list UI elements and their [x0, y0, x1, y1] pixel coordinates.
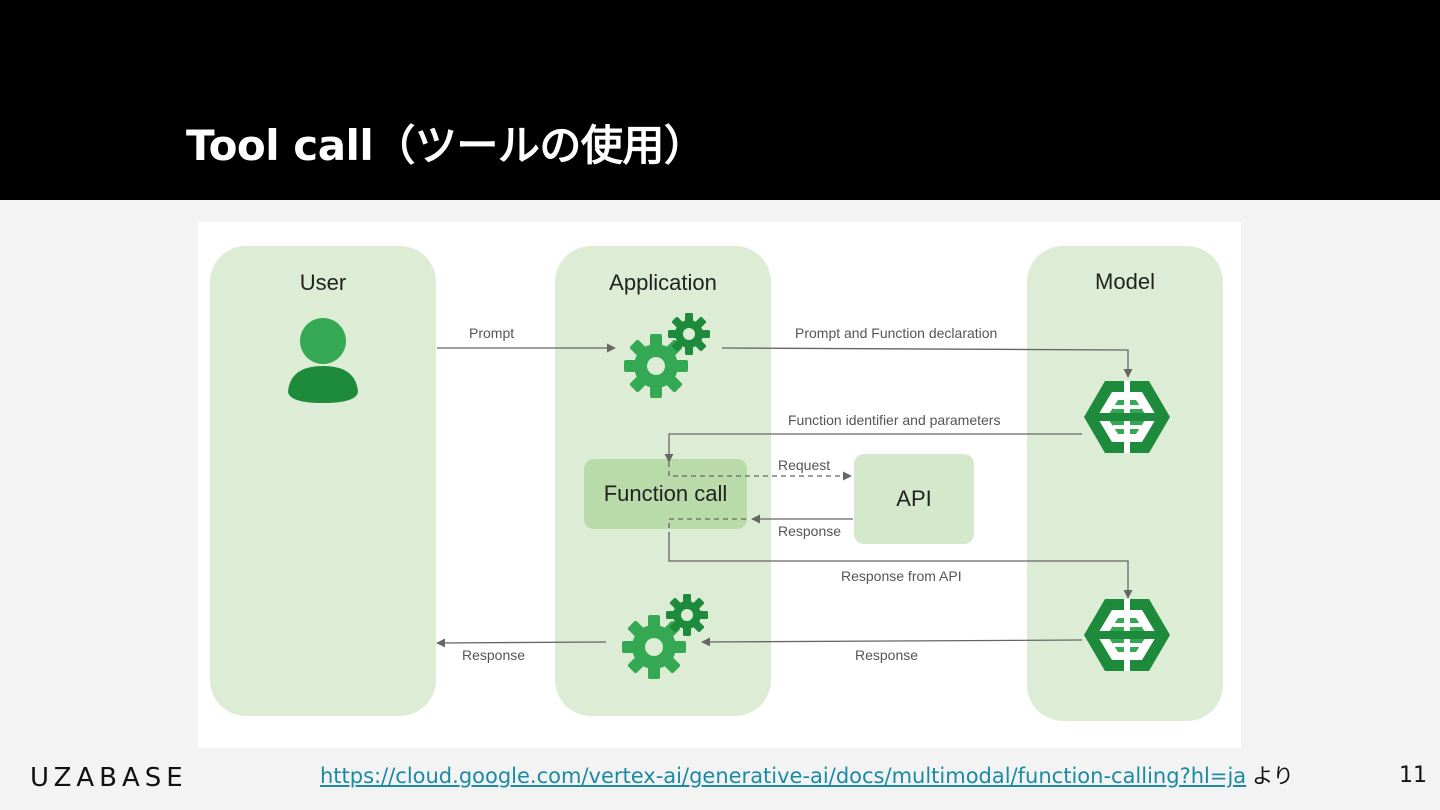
function-identifier-label: Function identifier and parameters — [788, 412, 1001, 428]
model-lane-label: Model — [1095, 269, 1155, 294]
response-from-api-label: Response from API — [841, 568, 962, 584]
prompt-declaration-arrow — [721, 347, 1133, 378]
arrows-layer — [288, 313, 1170, 679]
gears-icon — [622, 615, 686, 679]
source-link[interactable]: https://cloud.google.com/vertex-ai/gener… — [320, 764, 1247, 788]
function-identifier-arrow — [664, 433, 1082, 463]
api-response-label: Response — [778, 523, 842, 539]
response-from-api-arrow — [668, 532, 1133, 599]
brain-icon — [1084, 599, 1170, 671]
slide-title: Tool call（ツールの使用） — [186, 121, 706, 170]
function-call-label: Function call — [603, 481, 728, 506]
brain-icon — [1084, 381, 1170, 453]
prompt-label: Prompt — [469, 325, 515, 341]
source-citation: https://cloud.google.com/vertex-ai/gener… — [320, 760, 1294, 790]
function-call-box: Function call — [584, 459, 747, 529]
request-arrow — [668, 462, 852, 481]
gears-icon-small — [666, 594, 708, 636]
user-response-arrow — [436, 638, 607, 648]
user-icon — [288, 318, 358, 403]
application-lane-label: Application — [609, 270, 717, 295]
request-label: Request — [778, 457, 831, 473]
prompt-declaration-label: Prompt and Function declaration — [795, 325, 998, 341]
api-label: API — [896, 486, 932, 511]
api-response-dashed — [668, 518, 746, 534]
user-response-label: Response — [462, 647, 526, 663]
function-calling-diagram: User Application Model Function call API — [198, 222, 1241, 748]
gears-icon-small — [668, 313, 710, 355]
api-box: API — [854, 454, 974, 544]
model-response-label: Response — [855, 647, 919, 663]
page-number: 11 — [1399, 763, 1427, 788]
slide-header — [0, 0, 1440, 200]
gears-icon — [624, 334, 688, 398]
source-suffix: より — [1252, 764, 1294, 788]
uzabase-logo: UZABASE — [30, 763, 188, 793]
model-response-arrow — [701, 637, 1083, 647]
user-lane-label: User — [299, 270, 347, 295]
